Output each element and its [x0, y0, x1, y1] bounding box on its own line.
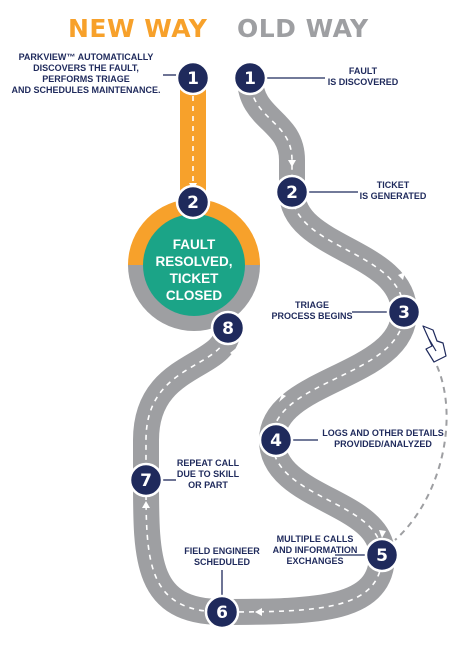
old-step-2: 2 [274, 174, 310, 210]
new-way-description: PARKVIEW™ AUTOMATICALLY DISCOVERS THE FA… [11, 52, 161, 95]
old-step-1: 1 [232, 60, 268, 96]
old-step-6: 6 [204, 594, 240, 630]
old-step-5: 5 [364, 537, 400, 573]
old-step-1-label: FAULT IS DISCOVERED [327, 66, 399, 87]
old-step-4: 4 [258, 422, 294, 458]
new-step-2-number: 2 [187, 193, 199, 213]
old-way-heading: OLD WAY [237, 14, 369, 43]
old-step-3-number: 3 [398, 303, 410, 323]
old-step-5-number: 5 [376, 546, 388, 566]
old-step-3: 3 [386, 294, 422, 330]
pointing-hand-icon [422, 325, 447, 363]
road-arrowheads [142, 160, 405, 616]
old-step-7: 7 [128, 462, 164, 498]
old-step-2-label: TICKET IS GENERATED [359, 180, 427, 201]
old-step-4-label: LOGS AND OTHER DETAILS PROVIDED/ANALYZED [322, 428, 444, 449]
new-step-1-number: 1 [187, 69, 199, 89]
old-step-4-number: 4 [270, 431, 282, 451]
new-step-1: 1 [175, 60, 211, 96]
old-step-1-number: 1 [244, 69, 256, 89]
outcome-text: FAULT RESOLVED, TICKET CLOSED [155, 237, 233, 303]
outcome-circle [143, 214, 245, 316]
old-step-6-label: FIELD ENGINEER SCHEDULED [184, 546, 260, 567]
old-step-8-number: 8 [222, 319, 234, 339]
old-step-3-label: TRIAGE PROCESS BEGINS [271, 300, 353, 321]
old-step-5-label: MULTIPLE CALLS AND INFORMATION EXCHANGES [272, 534, 358, 566]
old-way-road-dashes [145, 77, 405, 613]
new-way-heading: NEW WAY [68, 14, 208, 43]
leader-lines [162, 74, 388, 596]
old-step-6-number: 6 [216, 603, 228, 623]
old-step-8: 8 [210, 310, 246, 346]
new-step-2: 2 [175, 184, 211, 220]
pointer-dashed-arc [394, 365, 448, 541]
old-step-7-label: REPEAT CALL DUE TO SKILL OR PART [176, 458, 240, 490]
old-step-7-number: 7 [140, 471, 152, 491]
old-step-2-number: 2 [286, 183, 298, 203]
